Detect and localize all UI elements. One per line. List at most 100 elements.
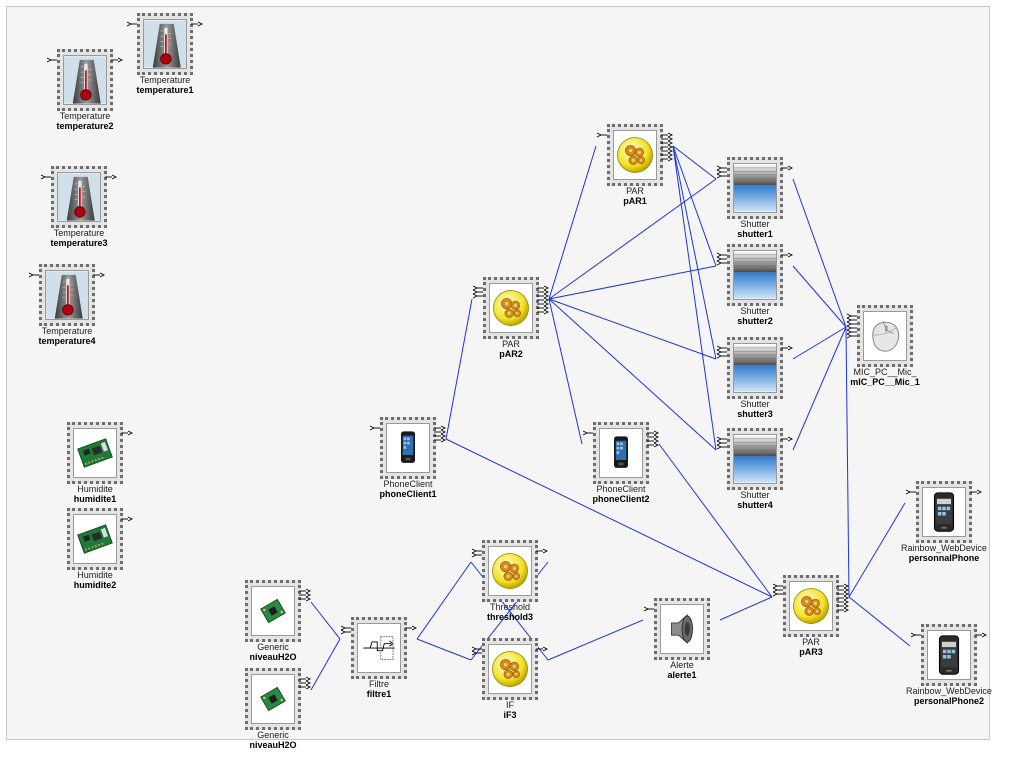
output-ports[interactable] [536,548,549,574]
input-ports[interactable] [772,583,784,609]
output-ports[interactable] [975,632,988,658]
output-ports[interactable] [93,272,106,298]
node-frame[interactable] [137,13,193,75]
input-ports[interactable] [716,436,728,462]
input-ports[interactable] [716,252,728,278]
input-ports[interactable] [471,646,483,672]
node-name-label[interactable]: phoneClient1 [379,489,437,499]
output-ports[interactable] [781,436,794,462]
output-ports[interactable] [661,132,674,162]
node-frame[interactable] [57,49,113,111]
node-name-label[interactable]: alerte1 [667,670,697,680]
node-name-label[interactable]: shutter2 [737,316,773,326]
node-frame[interactable] [593,422,649,484]
output-ports[interactable] [299,676,312,702]
output-ports[interactable] [837,583,850,613]
input-ports[interactable] [126,21,138,47]
node-name-label[interactable]: humidite2 [73,580,117,590]
node-frame[interactable] [67,422,123,484]
node-frame[interactable] [727,428,783,490]
node-frame[interactable] [39,264,95,326]
node-name-label[interactable]: temperature3 [50,238,108,248]
node-frame[interactable] [482,540,538,602]
node-frame[interactable] [727,157,783,219]
node-name-label[interactable]: pAR1 [623,196,647,206]
node-frame[interactable] [727,244,783,306]
node-name-label[interactable]: filtre1 [366,689,392,699]
input-ports[interactable] [46,57,58,83]
node-frame[interactable] [916,481,972,543]
output-ports[interactable] [647,430,660,456]
output-ports[interactable] [111,57,124,83]
node-frame[interactable] [727,337,783,399]
node-frame[interactable] [351,617,407,679]
node-name-label[interactable]: mIC_PC__Mic_1 [850,377,920,387]
input-ports[interactable] [596,132,608,158]
node-name-label[interactable]: pAR2 [499,349,523,359]
output-ports[interactable] [781,165,794,191]
input-ports[interactable] [471,548,483,574]
node-name-label[interactable]: temperature1 [136,85,194,95]
input-ports[interactable] [40,174,52,200]
output-ports[interactable] [434,425,447,451]
input-ports[interactable] [716,165,728,191]
output-ports[interactable] [121,516,134,542]
node-name-label[interactable]: shutter1 [737,229,773,239]
output-ports[interactable] [781,345,794,371]
output-ports[interactable] [121,430,134,456]
input-ports[interactable] [582,430,594,456]
node-name-label[interactable]: temperature2 [56,121,114,131]
node-name-label[interactable]: personnalPhone [908,553,980,563]
node-name-label[interactable]: niveauH2O [249,740,297,750]
node-name-label[interactable]: threshold3 [486,612,533,622]
node-frame[interactable] [380,417,436,479]
input-ports[interactable] [369,425,381,451]
output-ports[interactable] [536,646,549,672]
node-frame[interactable] [857,305,913,367]
output-ports[interactable] [299,588,312,614]
output-ports[interactable] [537,285,550,315]
input-ports[interactable] [472,285,484,311]
output-ports[interactable] [191,21,204,47]
output-ports[interactable] [105,174,118,200]
node-mic-pc--mic-1[interactable]: MIC_PC__Mic_mIC_PC__Mic_1 [840,305,930,405]
input-ports[interactable] [643,606,655,632]
input-ports[interactable] [905,489,917,515]
node-frame[interactable] [245,668,301,730]
input-ports[interactable] [846,313,858,339]
node-name-label[interactable]: temperature4 [38,336,96,346]
node-frame[interactable] [783,575,839,637]
node-frame[interactable] [67,508,123,570]
node-name-label[interactable]: phoneClient2 [592,494,650,504]
node-name-label[interactable]: niveauH2O [249,652,297,662]
output-ports[interactable] [781,252,794,278]
node-frame[interactable] [921,624,977,686]
node-frame[interactable] [654,598,710,660]
node-frame[interactable] [51,166,107,228]
node-frame[interactable] [483,277,539,339]
output-ports[interactable] [405,625,418,651]
node-name-label[interactable]: pAR3 [799,647,823,657]
node-frame[interactable] [482,638,538,700]
